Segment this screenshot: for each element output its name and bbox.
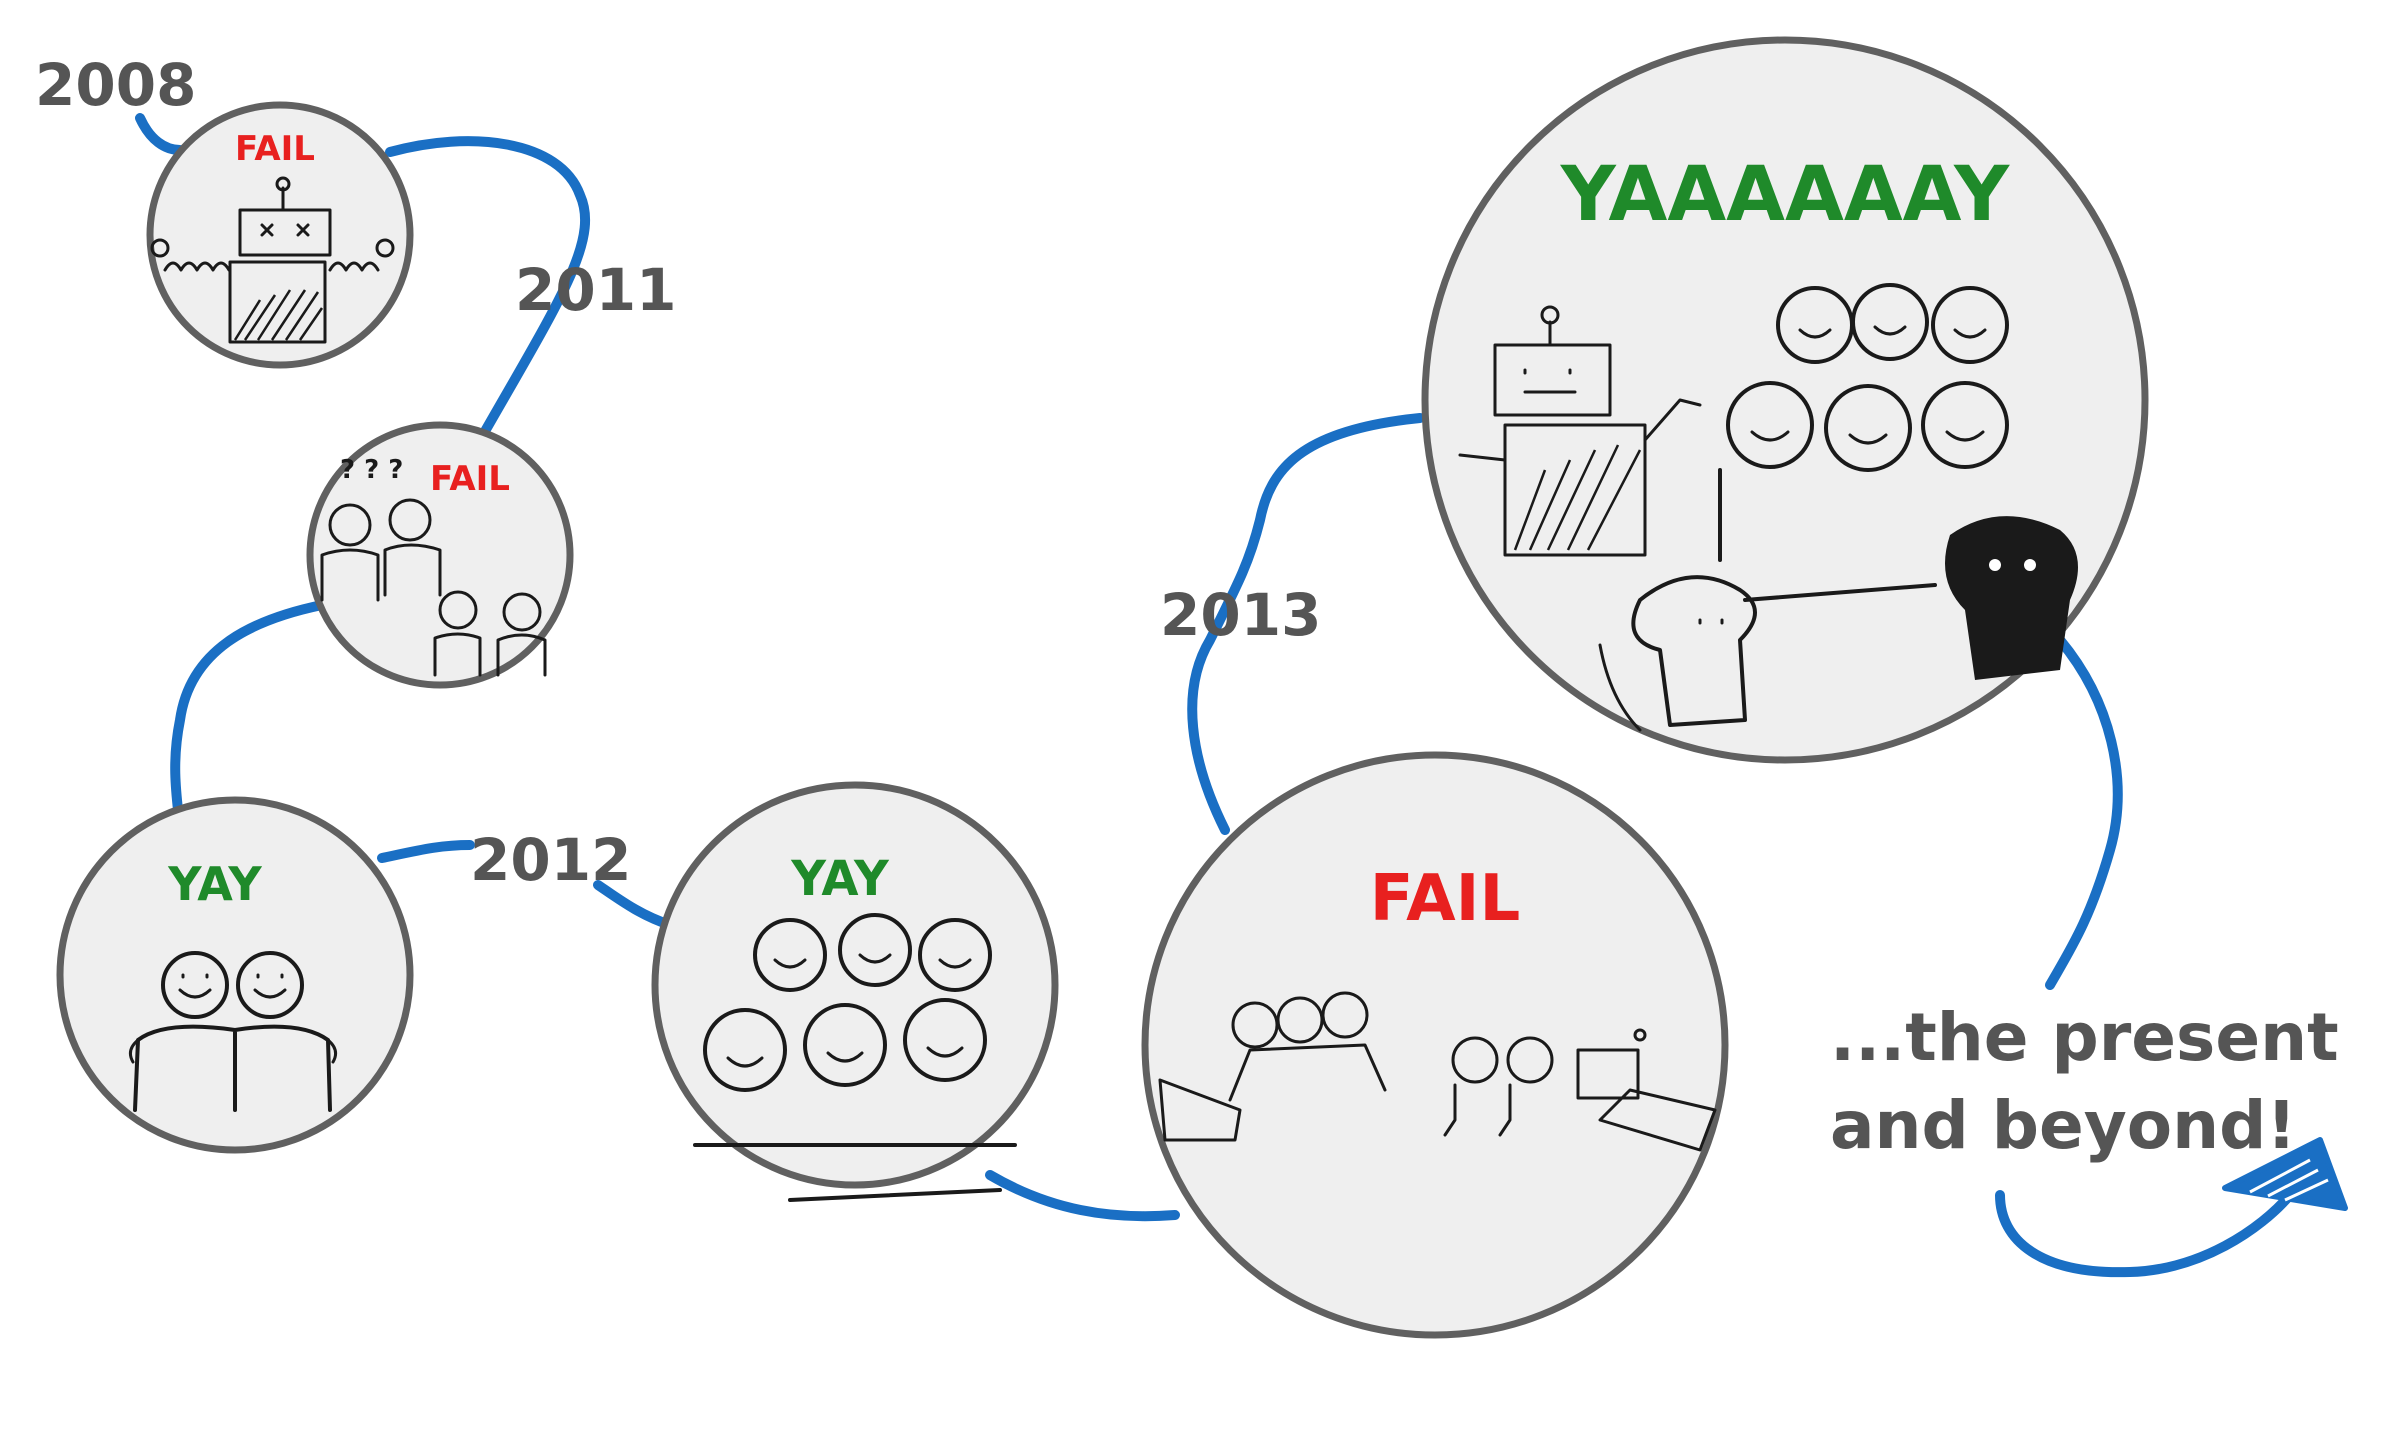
broken-robot-icon [150,176,395,344]
bubble-label: YAY [167,857,262,911]
bubble-yaaaaaay: YAAAAAAY [1421,36,2149,764]
bubble-label: FAIL [430,459,510,499]
white-dog-icon [1598,575,1757,732]
team-group-icon [693,913,1017,1202]
team-robot-dogs-icon [1458,283,2078,732]
bubble-circle [146,101,414,369]
question-marks: ? ? ? [340,455,403,485]
bubble-label: FAIL [1370,862,1521,936]
bubble-2008-fail: FAIL [146,101,414,369]
bubble-circle [56,796,414,1154]
bubble-yay-friends: YAY [56,796,414,1154]
year-2011-label: 2011 [515,256,676,324]
bubble-circle [651,781,1059,1189]
bubble-fail-scattered: FAIL [1141,751,1729,1339]
two-friends-icon [128,951,338,1112]
bubble-2012-yay: YAY [651,781,1059,1202]
year-2008-label: 2008 [35,51,196,119]
scattered-teams-icon [1158,991,1717,1152]
bubble-label: YAAAAAAY [1560,149,2010,238]
bubble-2011-fail: FAIL ? ? ? [306,421,574,689]
year-2012-label: 2012 [470,826,631,894]
confused-people-icon [320,498,547,677]
bubble-label: YAY [790,851,890,907]
arrow-head-icon [2222,1137,2348,1211]
ending-line-2: and beyond! [1830,1087,2296,1164]
timeline-path [135,113,2295,1278]
bubble-circle [1141,751,1729,1339]
ending-line-1: ...the present [1830,999,2339,1076]
black-dog-icon [1945,516,2078,680]
bubble-label: FAIL [235,129,315,169]
year-2013-label: 2013 [1160,581,1321,649]
